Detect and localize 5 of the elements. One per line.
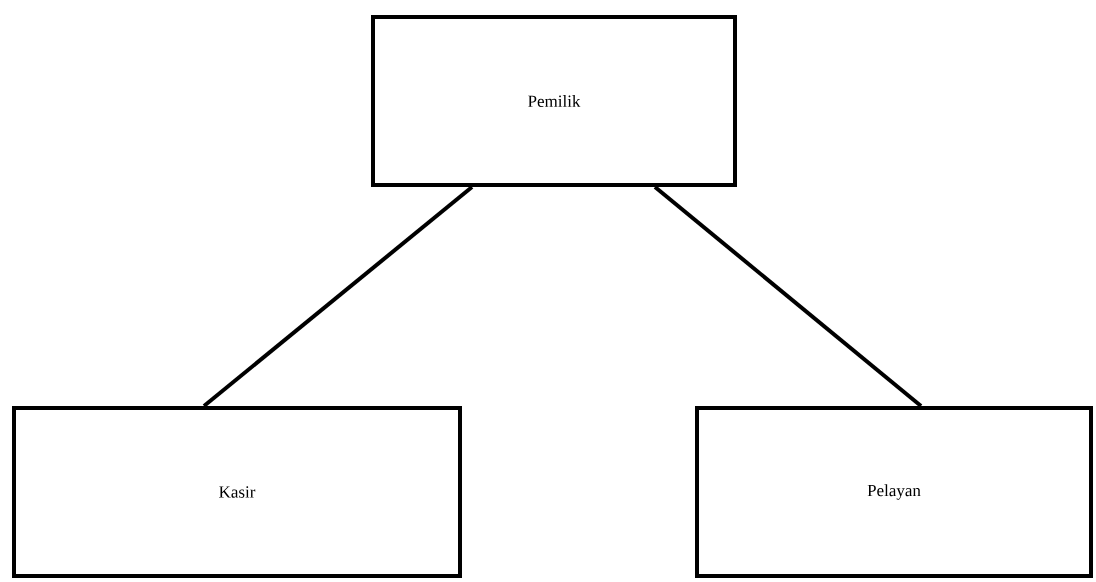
role-box: Pemilik (371, 15, 737, 187)
role-box: Pelayan (695, 406, 1093, 578)
connector-line (653, 185, 923, 408)
role-box: Kasir (12, 406, 462, 578)
connector-line (202, 185, 474, 408)
